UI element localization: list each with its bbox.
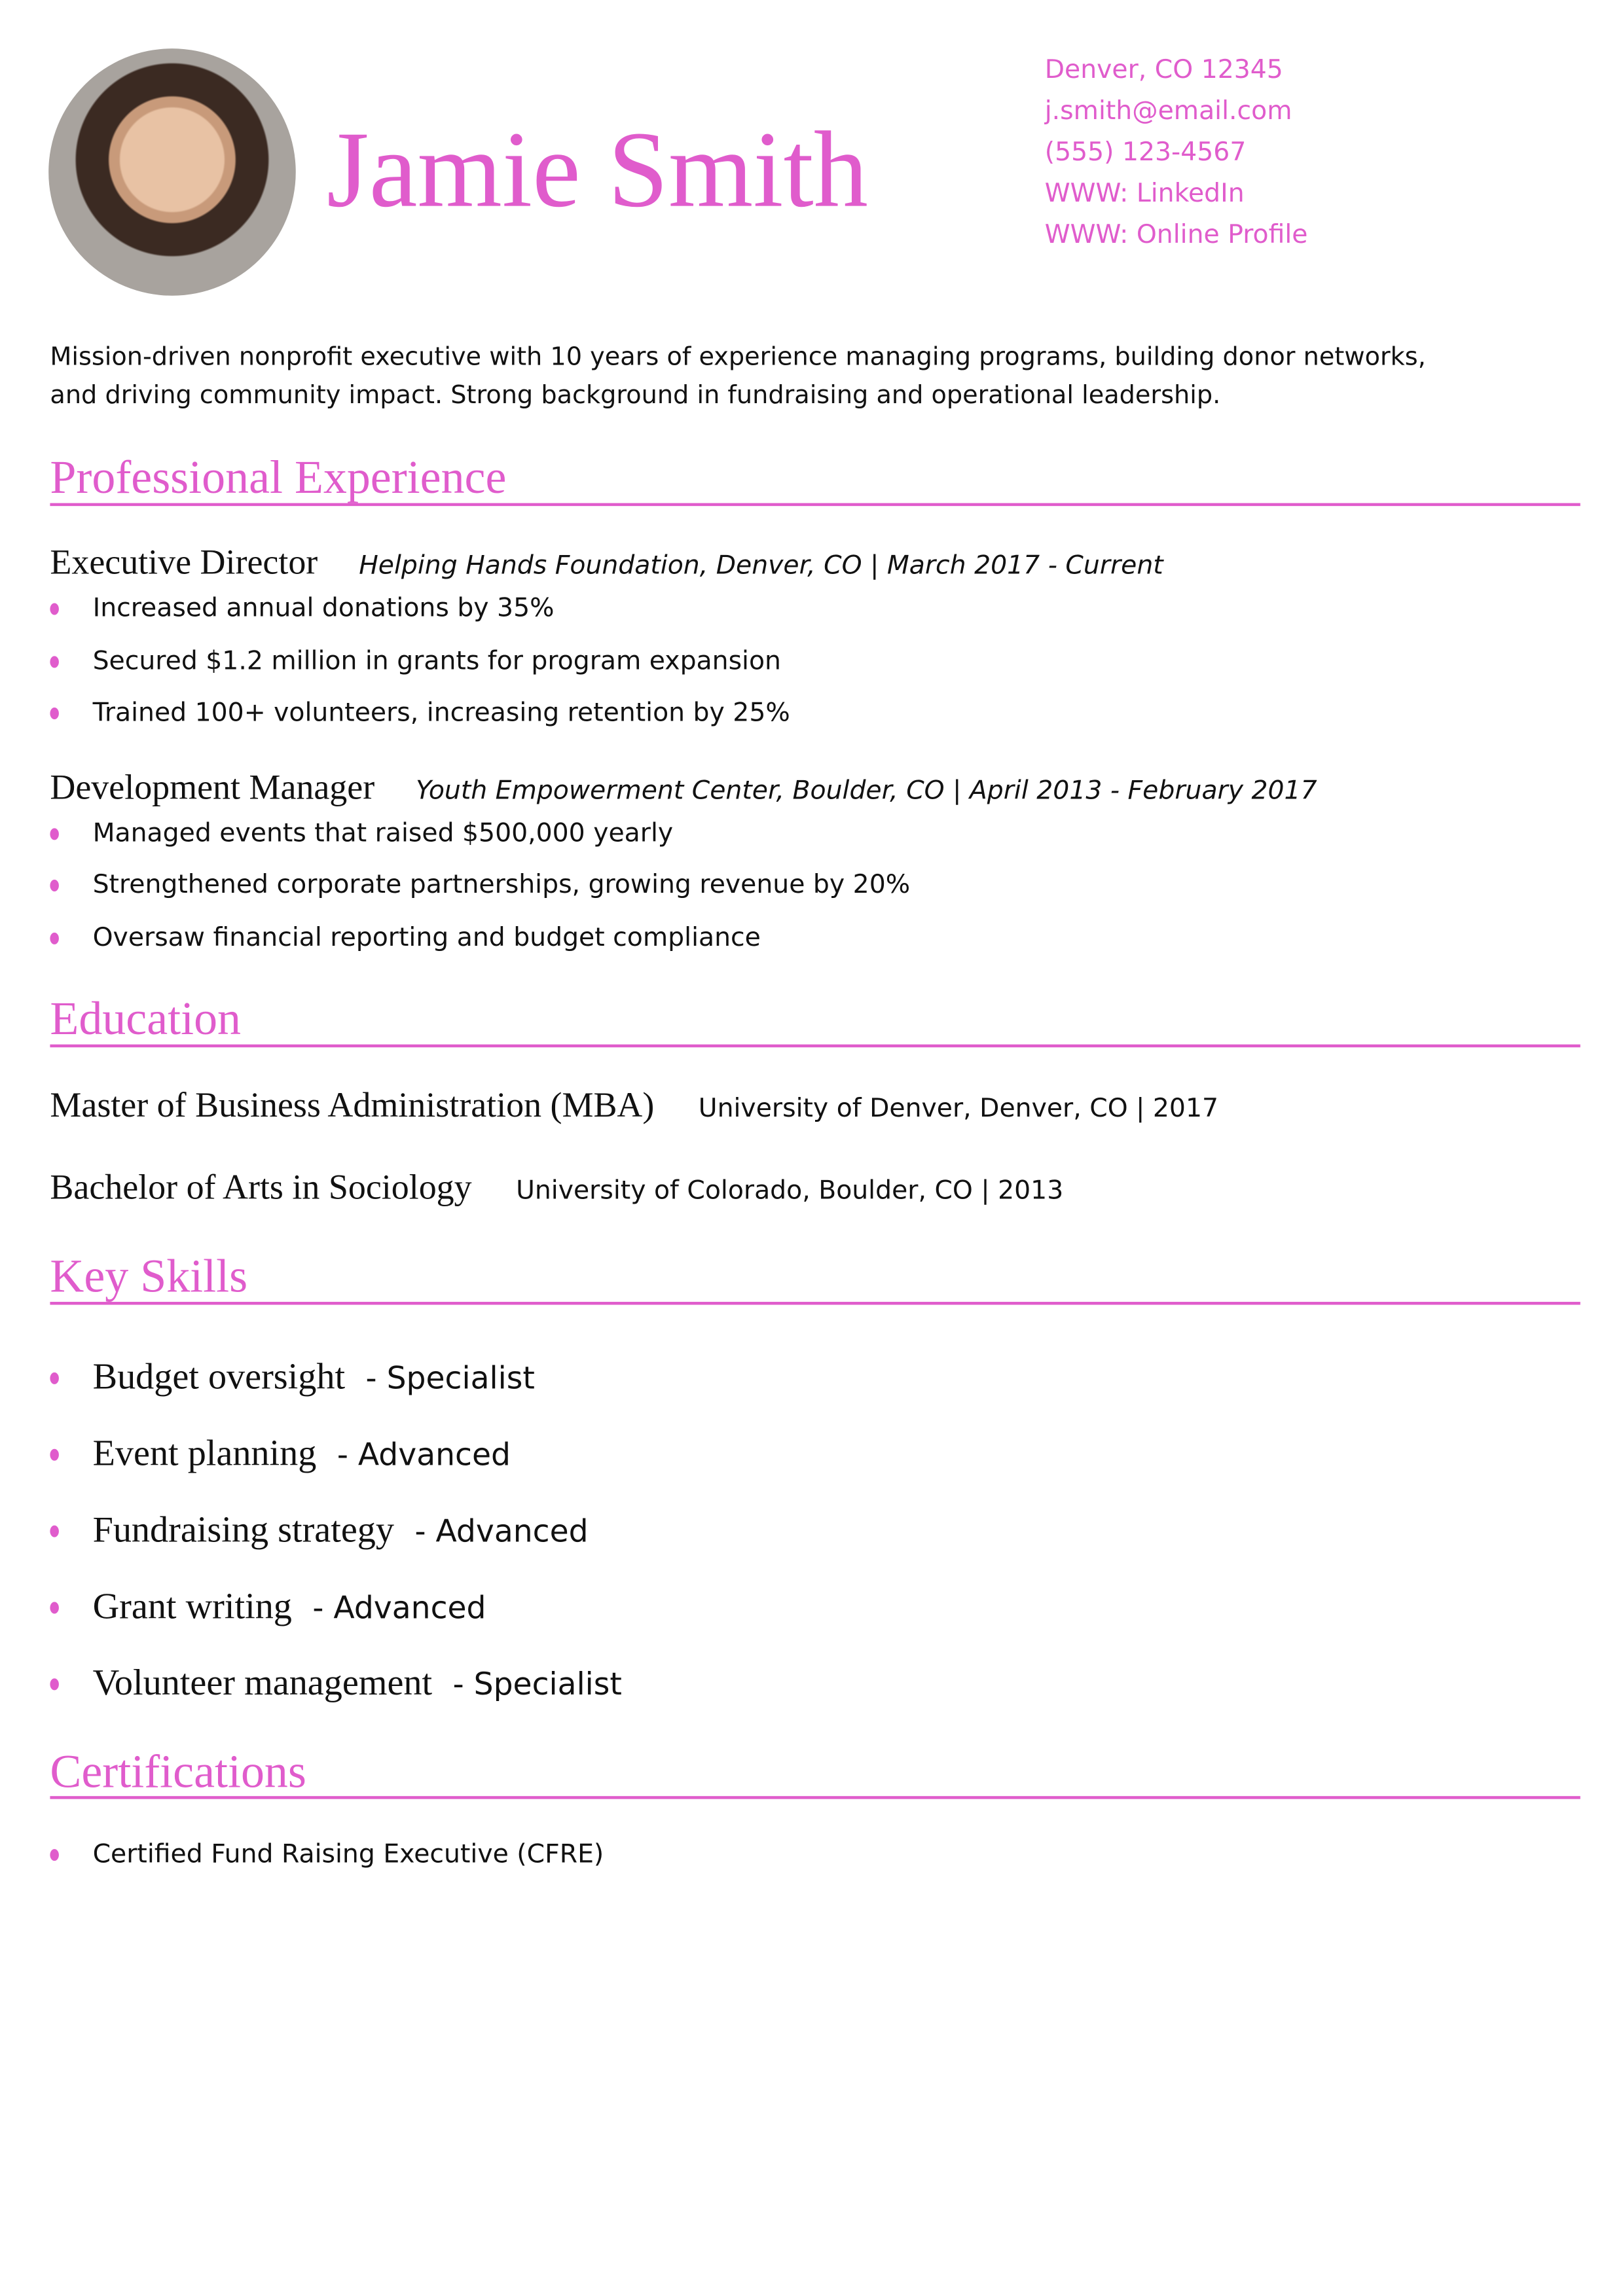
skill-item: Grant writing- Advanced bbox=[50, 1583, 486, 1631]
section-title-skills: Key Skills bbox=[50, 1249, 248, 1302]
section-title-certifications: Certifications bbox=[50, 1744, 306, 1798]
bullet-icon bbox=[50, 708, 59, 720]
job-title-row: Development Manager Youth Empowerment Cen… bbox=[50, 766, 1317, 814]
job-title: Executive Director bbox=[50, 544, 318, 583]
education-item: Master of Business Administration (MBA) U… bbox=[50, 1084, 1218, 1131]
job-title-row: Executive Director Helping Hands Foundati… bbox=[50, 541, 1163, 588]
contact-address: Denver, CO 12345 bbox=[1044, 56, 1283, 86]
degree: Master of Business Administration (MBA) bbox=[50, 1086, 655, 1126]
bullet-icon bbox=[50, 1849, 59, 1861]
job-title: Development Manager bbox=[50, 769, 375, 808]
contact-email[interactable]: j.smith@email.com bbox=[1044, 97, 1292, 127]
certification-item: Certified Fund Raising Executive (CFRE) bbox=[50, 1837, 604, 1873]
bullet-icon bbox=[50, 1372, 59, 1384]
skill-item: Budget oversight- Specialist bbox=[50, 1354, 535, 1402]
contact-phone: (555) 123-4567 bbox=[1044, 138, 1247, 168]
bullet-icon bbox=[50, 1602, 59, 1614]
list-item: Secured $1.2 million in grants for progr… bbox=[50, 644, 781, 679]
divider bbox=[50, 503, 1580, 507]
list-item: Strengthened corporate partnerships, gro… bbox=[50, 868, 910, 903]
skill-item: Event planning- Advanced bbox=[50, 1430, 511, 1479]
skill-item: Volunteer management- Specialist bbox=[50, 1659, 622, 1708]
list-item: Trained 100+ volunteers, increasing rete… bbox=[50, 696, 790, 731]
bullet-icon bbox=[50, 656, 59, 668]
job-org: Youth Empowerment Center bbox=[416, 776, 776, 806]
bullet-icon bbox=[50, 603, 59, 615]
candidate-name: Jamie Smith bbox=[326, 110, 868, 231]
contact-linkedin[interactable]: WWW: LinkedIn bbox=[1044, 179, 1245, 209]
section-title-education: Education bbox=[50, 991, 241, 1045]
bullet-icon bbox=[50, 1448, 59, 1461]
education-item: Bachelor of Arts in Sociology University … bbox=[50, 1166, 1063, 1213]
divider bbox=[50, 1796, 1580, 1799]
bullet-icon bbox=[50, 828, 59, 840]
job-org: Helping Hands Foundation bbox=[359, 551, 700, 581]
list-item: Managed events that raised $500,000 year… bbox=[50, 816, 673, 852]
job-meta: , Boulder, CO | April 2013 - February 20… bbox=[776, 776, 1317, 806]
profile-photo bbox=[48, 48, 296, 296]
divider bbox=[50, 1302, 1580, 1305]
bullet-icon bbox=[50, 880, 59, 891]
summary-line: Mission-driven nonprofit executive with … bbox=[50, 342, 1426, 372]
school: University of Denver, Denver, CO | 2017 bbox=[698, 1094, 1219, 1124]
summary-line: and driving community impact. Strong bac… bbox=[50, 381, 1221, 411]
job-meta: , Denver, CO | March 2017 - Current bbox=[699, 551, 1163, 581]
bullet-icon bbox=[50, 1525, 59, 1537]
bullet-icon bbox=[50, 1678, 59, 1691]
skill-item: Fundraising strategy- Advanced bbox=[50, 1506, 589, 1554]
list-item: Oversaw financial reporting and budget c… bbox=[50, 921, 761, 956]
degree: Bachelor of Arts in Sociology bbox=[50, 1169, 472, 1208]
divider bbox=[50, 1044, 1580, 1048]
contact-profile[interactable]: WWW: Online Profile bbox=[1044, 221, 1308, 251]
section-title-experience: Professional Experience bbox=[50, 450, 507, 503]
school: University of Colorado, Boulder, CO | 20… bbox=[516, 1177, 1064, 1206]
list-item: Increased annual donations by 35% bbox=[50, 591, 554, 626]
bullet-icon bbox=[50, 932, 59, 944]
